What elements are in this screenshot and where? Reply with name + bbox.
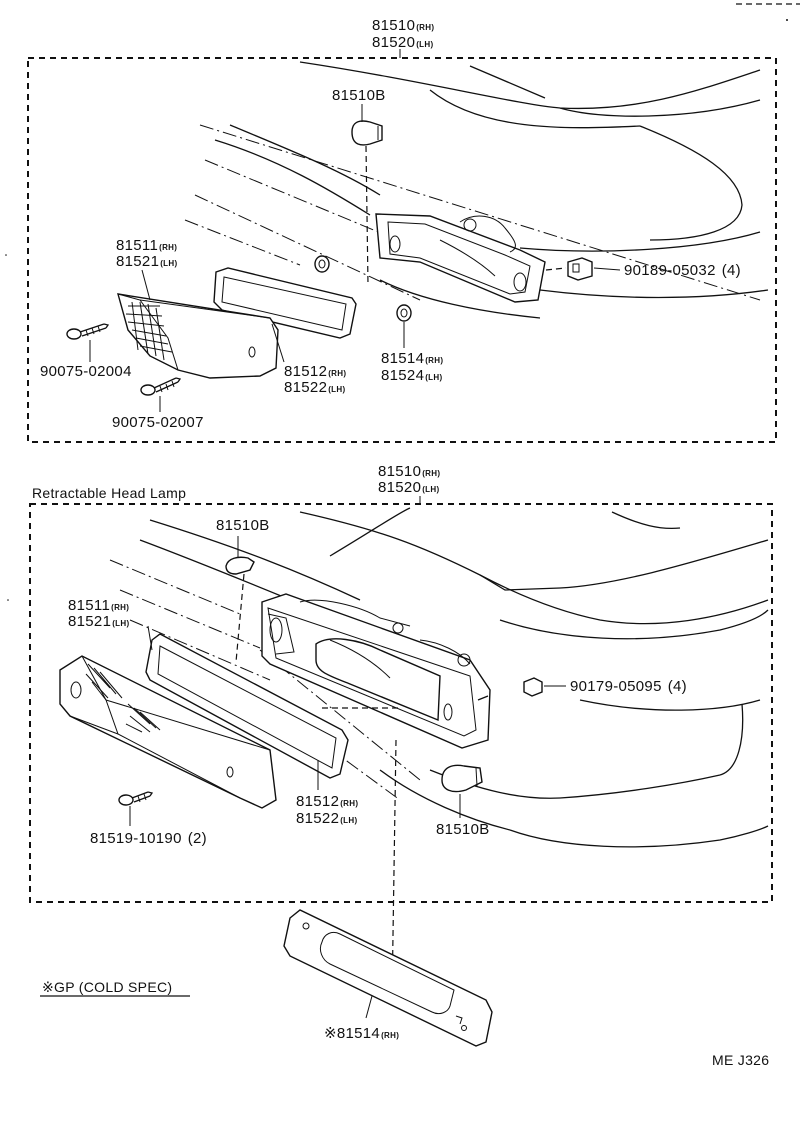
- bottom-leaders: [129, 496, 566, 1001]
- top-screw-a: [66, 323, 110, 340]
- bottom-gasket-rh-label: 81512(RH): [296, 793, 358, 810]
- bottom-frame: [29, 503, 773, 903]
- top-lamp-housing: [375, 213, 546, 303]
- top-gasket-lh-label: 81522(LH): [284, 379, 345, 396]
- top-screw-b-label: 90075-02007: [112, 414, 204, 431]
- drawing-code: ME J326: [712, 1052, 769, 1068]
- bottom-gasket: [145, 633, 349, 779]
- bottom-lamp-rh-label: 81510(RH): [378, 463, 440, 480]
- top-nut: [567, 257, 593, 281]
- top-lens-lh-label: 81521(LH): [116, 253, 177, 270]
- cold-spec-pad: [283, 909, 493, 1047]
- bottom-bulb-b: [441, 764, 483, 793]
- top-pad-lh-label: 81524(LH): [381, 367, 442, 384]
- top-nut-label: 90189-05032(4): [624, 262, 741, 279]
- top-labels: 81510(RH) 81520(LH) 81510B 81511(RH) 815…: [40, 17, 741, 431]
- top-lens-rh-label: 81511(RH): [116, 237, 177, 254]
- top-bulb: [351, 120, 383, 146]
- bottom-lens-rh-label: 81511(RH): [68, 597, 129, 614]
- bottom-bulb-b-label: 81510B: [436, 821, 490, 838]
- cold-spec-title: ※GP (COLD SPEC): [42, 979, 172, 995]
- bottom-screw: [118, 791, 154, 806]
- bottom-nut-label: 90179-05095(4): [570, 678, 687, 695]
- top-bulb-label: 81510B: [332, 87, 386, 104]
- top-pad-rh-label: 81514(RH): [381, 350, 443, 367]
- top-screw-a-label: 90075-02004: [40, 363, 132, 380]
- top-grommets: [314, 255, 412, 322]
- bottom-nut: [523, 677, 543, 697]
- bottom-lamp-lh-label: 81520(LH): [378, 479, 439, 496]
- top-lens: [117, 293, 279, 379]
- top-lamp-rh-label: 81510(RH): [372, 17, 434, 34]
- bottom-lamp-housing: [261, 593, 491, 749]
- top-gasket-rh-label: 81512(RH): [284, 363, 346, 380]
- top-gasket: [213, 267, 357, 339]
- top-car-body: [184, 61, 769, 319]
- bottom-labels: 81510(RH) 81520(LH) 81510B 81510B 81511(…: [68, 463, 687, 847]
- top-lamp-lh-label: 81520(LH): [372, 34, 433, 51]
- bottom-screw-label: 81519-10190(2): [90, 830, 207, 847]
- bottom-gasket-lh-label: 81522(LH): [296, 810, 357, 827]
- bottom-bulb-a-label: 81510B: [216, 517, 270, 534]
- cold-spec-section: ※GP (COLD SPEC) ※81514(RH): [40, 909, 493, 1047]
- bottom-lens-lh-label: 81521(LH): [68, 613, 129, 630]
- top-section: 81510(RH) 81520(LH) 81510B 81511(RH) 815…: [27, 17, 777, 443]
- top-frame: [27, 57, 777, 443]
- bottom-lens: [59, 655, 277, 809]
- bottom-section: Retractable Head Lamp: [29, 463, 773, 1001]
- bottom-bulb-a: [225, 556, 255, 575]
- top-screw-b: [140, 377, 182, 396]
- cold-spec-part-label: ※81514(RH): [324, 1025, 399, 1042]
- cold-spec-leader: [365, 995, 373, 1019]
- top-leaders: [89, 49, 621, 412]
- edge-marks: [5, 3, 800, 601]
- section-title-retractable-head-lamp: Retractable Head Lamp: [32, 485, 186, 501]
- bottom-car-body: [109, 507, 769, 848]
